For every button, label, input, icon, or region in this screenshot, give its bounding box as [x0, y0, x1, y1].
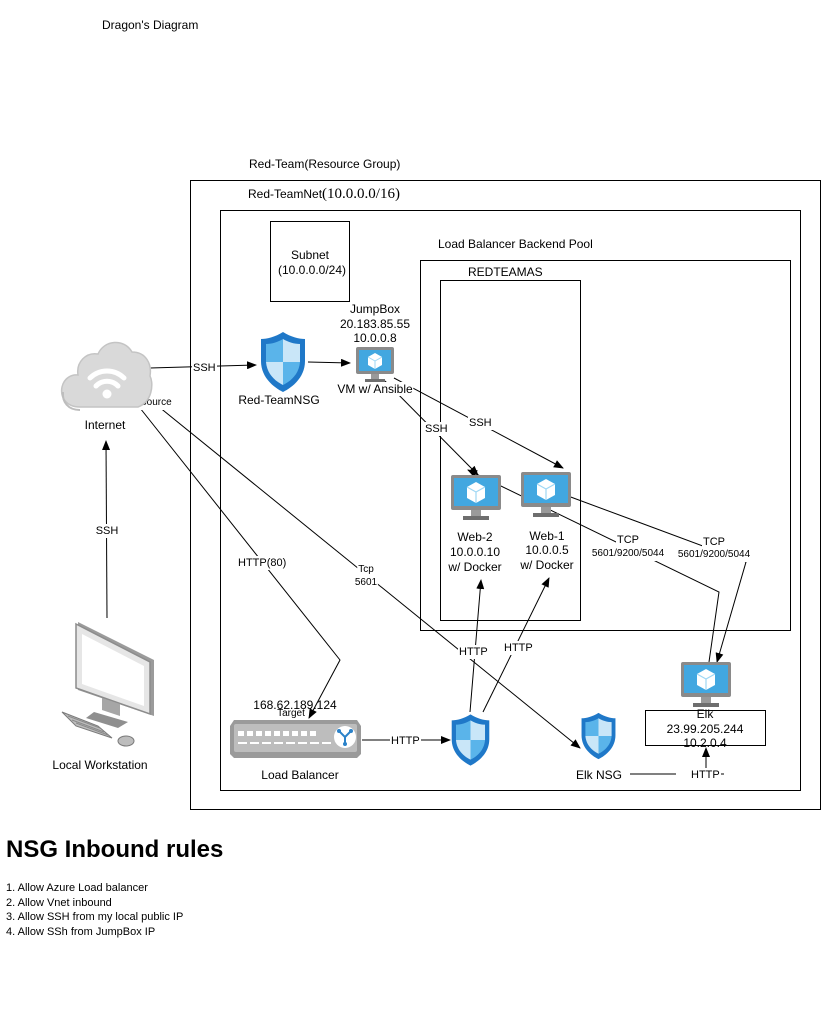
- web-nsg-shield-icon: [451, 714, 490, 766]
- desktop-computer-icon: [61, 622, 154, 747]
- edge-internet-lb: [139, 407, 341, 719]
- elk-public-ip: 23.99.205.244: [666, 722, 744, 736]
- local-workstation-label: Local Workstation: [52, 758, 148, 772]
- elk-nsg-shield-icon: [581, 712, 616, 760]
- web1-vm-icon: [521, 472, 571, 517]
- backend-pool-label: Load Balancer Backend Pool: [438, 237, 593, 251]
- vnet-cidr: (10.0.0.0/16): [322, 186, 400, 202]
- cloud-icon: [60, 341, 153, 411]
- edge-label-tcp-a-line2: 5601/9200/5044: [590, 547, 666, 561]
- vnet-label: Red-TeamNet(10.0.0.0/16): [248, 186, 400, 202]
- jumpbox-private-ip: 10.0.0.8: [353, 331, 397, 345]
- edge-label-ssh-jump-web1: SSH: [468, 416, 493, 430]
- elk-name: Elk: [696, 707, 714, 721]
- availability-set-box: [440, 280, 581, 621]
- web2-note: w/ Docker: [448, 560, 502, 574]
- nsg-rule-item: 4. Allow SSh from JumpBox IP: [6, 925, 156, 938]
- edge-label-ssh-workstation: SSH: [94, 524, 120, 538]
- jumpbox-vm-icon: [356, 347, 394, 382]
- edge-elk-web2: [467, 469, 720, 663]
- web2-name: Web-2: [457, 530, 493, 544]
- web2-ip: 10.0.0.10: [449, 545, 501, 559]
- red-team-nsg-label: Red-TeamNSG: [238, 393, 320, 407]
- web1-name: Web-1: [529, 529, 565, 543]
- jumpbox-caption: VM w/ Ansible: [336, 382, 414, 396]
- shield-icon: [261, 332, 305, 392]
- edge-label-http-80: HTTP(80): [237, 556, 288, 570]
- elk-info-box: [645, 710, 766, 746]
- load-balancer-target: Target: [277, 708, 305, 719]
- edge-nsg-jumpbox: [307, 358, 351, 367]
- jumpbox-public-ip: 20.183.85.55: [339, 317, 411, 331]
- subnet-label-line2: (10.0.0.0/24): [277, 263, 347, 277]
- nsg-rules-heading: NSG Inbound rules: [6, 836, 224, 863]
- load-balancer-ip: 168.62.189.124: [253, 698, 337, 712]
- resource-group-label: Red-Team(Resource Group): [249, 157, 401, 171]
- load-balancer-label: Load Balancer: [261, 768, 339, 782]
- subnet-label-line1: Subnet: [290, 248, 330, 262]
- elk-vm-icon: [681, 662, 731, 707]
- nsg-rule-item: 2. Allow Vnet inbound: [6, 896, 112, 909]
- edge-label-http-lb: HTTP: [390, 734, 421, 748]
- load-balancer-icon: [230, 720, 361, 758]
- edge-label-tcp-line1: Tcp: [357, 563, 375, 577]
- edge-label-tcp-a-line1: TCP: [616, 533, 640, 547]
- edge-label-http-web1: HTTP: [503, 641, 534, 655]
- web1-note: w/ Docker: [520, 558, 574, 572]
- subnet-box: [270, 221, 350, 302]
- nsg-rule-item: 3. Allow SSH from my local public IP: [6, 911, 184, 923]
- diagram-title: Dragon's Diagram: [102, 18, 199, 32]
- edge-label-http-elk: HTTP: [690, 768, 721, 782]
- web1-ip: 10.0.0.5: [525, 543, 569, 557]
- edge-label-tcp-b-line1: TCP: [702, 535, 726, 549]
- vnet-box: [220, 210, 801, 791]
- backend-pool-box: [420, 260, 791, 631]
- availability-set-label: REDTEAMAS: [468, 265, 543, 279]
- internet-label: Internet: [84, 418, 126, 432]
- edge-label-http-web2: HTTP: [458, 645, 489, 659]
- edge-label-ssh-internet: SSH: [192, 361, 217, 375]
- edge-web1-elk: [567, 495, 747, 663]
- edge-label-ssh-jump-web2: SSH: [424, 422, 449, 436]
- edge-label-tcp-line2: 5601: [353, 576, 379, 590]
- web2-vm-icon: [451, 475, 501, 520]
- nsg-rules-list: 1. Allow Azure Load balancer 2. Allow Vn…: [6, 881, 183, 939]
- vnet-name: Red-TeamNet: [248, 187, 323, 201]
- elk-private-ip: 10.2.0.4: [683, 736, 727, 750]
- jumpbox-name: JumpBox: [349, 302, 401, 316]
- elk-nsg-label: Elk NSG: [575, 768, 623, 782]
- nsg-rule-item: 1. Allow Azure Load balancer: [6, 882, 148, 894]
- edge-label-tcp-b-line2: 5601/9200/5044: [676, 548, 752, 562]
